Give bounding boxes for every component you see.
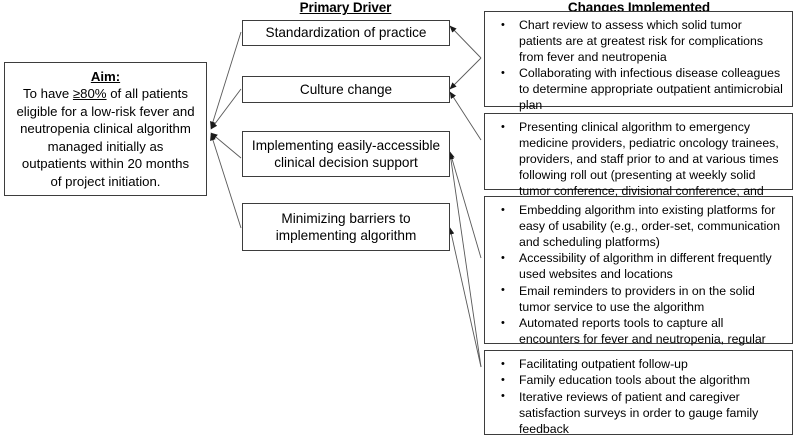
list-item: Email reminders to providers in on the s…	[491, 283, 785, 316]
changes-list-3: Embedding algorithm into existing platfo…	[491, 203, 785, 380]
aim-threshold: ≥80%	[72, 86, 107, 102]
aim-box: Aim: To have ≥80% of all patients eligib…	[4, 62, 207, 196]
connector-cds-to-aim	[210, 132, 242, 159]
aim-line-4: managed initially as	[47, 138, 164, 154]
aim-line-2: eligible for a low-risk fever and	[16, 103, 195, 119]
changes3-connector-group	[448, 151, 482, 259]
driver-label-clinical-decision-support: Implementing easily-accessible clinical …	[251, 137, 441, 170]
driver-box-minimizing-barriers[interactable]: Minimizing barriers to implementing algo…	[242, 203, 450, 251]
changes4-connector-group	[447, 152, 482, 368]
aim-line-1-pre: To have	[23, 86, 73, 102]
driver-label-culture-change: Culture change	[299, 81, 393, 97]
connector-changes4-to-barriers	[448, 227, 482, 368]
changes-box-3[interactable]: Embedding algorithm into existing platfo…	[484, 196, 793, 378]
driver-box-clinical-decision-support[interactable]: Implementing easily-accessible clinical …	[242, 131, 450, 177]
list-item: Facilitating outpatient follow-up	[491, 357, 785, 373]
changes-box-1[interactable]: Chart review to assess which solid tumor…	[484, 11, 793, 161]
connector-barriers-to-aim	[210, 133, 242, 229]
list-item: Family education tools about the algorit…	[491, 373, 785, 389]
list-item: Collaborating with infectious disease co…	[491, 66, 785, 114]
list-item: Iterative reviews of patient and caregiv…	[491, 389, 785, 438]
connector-culture-to-aim	[210, 88, 242, 130]
changes2-connector-group	[449, 91, 482, 141]
aim-title: Aim:	[90, 68, 121, 84]
driver-box-culture-change[interactable]: Culture change	[242, 76, 450, 103]
connector-changes1-to-standardization	[449, 25, 482, 59]
header-primary-driver: Primary Driver	[299, 0, 392, 15]
connector-changes1-to-culture	[449, 57, 482, 90]
aim-line-5: outpatients within 20 months	[21, 156, 190, 172]
driver-box-standardization[interactable]: Standardization of practice	[242, 20, 450, 46]
changes-list-4: Facilitating outpatient follow-up Family…	[491, 357, 785, 439]
list-item: Embedding algorithm into existing platfo…	[491, 203, 785, 251]
driver-label-minimizing-barriers: Minimizing barriers to implementing algo…	[275, 210, 417, 243]
connector-changes2-to-culture	[449, 91, 482, 141]
aim-line-1-post: of all patients	[106, 86, 188, 102]
aim-line-3: neutropenia clinical algorithm	[20, 121, 191, 137]
connector-changes4-to-cds	[447, 152, 482, 368]
aim-connector-group	[210, 31, 242, 229]
changes-box-2[interactable]: Presenting clinical algorithm to emergen…	[484, 113, 793, 214]
aim-line-6: of project initiation.	[50, 173, 161, 189]
driver-label-standardization: Standardization of practice	[265, 25, 427, 41]
changes-box-4[interactable]: Facilitating outpatient follow-up Family…	[484, 350, 793, 439]
list-item: Chart review to assess which solid tumor…	[491, 18, 785, 66]
list-item: Accessibility of algorithm in different …	[491, 251, 785, 283]
connector-standardization-to-aim	[210, 31, 242, 129]
changes1-connector-group	[449, 25, 482, 90]
aim-text: Aim: To have ≥80% of all patients eligib…	[16, 68, 194, 191]
connector-changes3-to-cds	[448, 151, 482, 259]
